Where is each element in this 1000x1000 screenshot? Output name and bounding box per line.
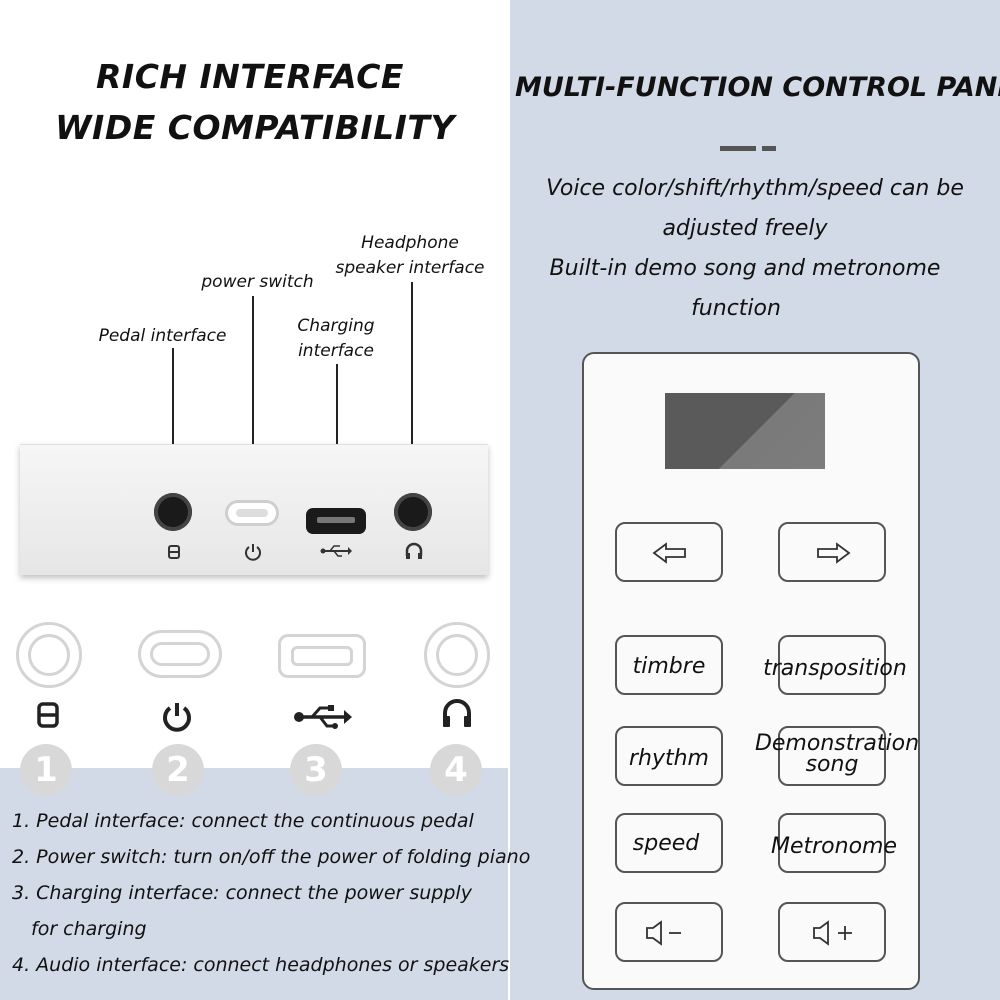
subtitle-line4: function bbox=[691, 296, 781, 321]
power-leader-line bbox=[252, 296, 254, 506]
headphone-icon bbox=[443, 699, 471, 727]
transposition-button[interactable] bbox=[778, 635, 886, 695]
timbre-label: timbre bbox=[632, 654, 706, 679]
pedal-port-outline bbox=[16, 622, 82, 688]
subtitle-line1: Voice color/shift/rhythm/speed can be bbox=[546, 176, 964, 201]
power-icon bbox=[163, 703, 191, 732]
demonstration-label-line1: Demonstration bbox=[754, 731, 920, 756]
charging-label-line1: Charging bbox=[297, 316, 375, 336]
pedal-label: Pedal interface bbox=[98, 326, 227, 346]
usb-port-outline bbox=[278, 634, 366, 678]
transposition-label: transposition bbox=[763, 656, 907, 681]
description-4: 4. Audio interface: connect headphones o… bbox=[12, 954, 510, 976]
subtitle-line2: adjusted freely bbox=[662, 216, 828, 241]
speed-button[interactable] bbox=[615, 813, 723, 873]
speed-label: speed bbox=[632, 831, 700, 856]
title-line1: RICH INTERFACE bbox=[96, 57, 404, 96]
demonstration-song-button[interactable] bbox=[778, 726, 886, 786]
control-panel-title: MULTI-FUNCTION CONTROL PANEL bbox=[515, 72, 1000, 103]
power-switch-port[interactable] bbox=[225, 500, 279, 526]
volume-up-icon bbox=[813, 920, 852, 946]
metronome-label: Metronome bbox=[770, 834, 898, 859]
lcd-screen bbox=[665, 393, 825, 469]
title-line2: WIDE COMPATIBILITY bbox=[55, 108, 455, 147]
usb-icon bbox=[320, 545, 352, 557]
description-3-cont: for charging bbox=[31, 918, 147, 940]
description-1: 1. Pedal interface: connect the continuo… bbox=[12, 810, 474, 832]
number-badge-1: 1 bbox=[20, 744, 72, 796]
pedal-icon bbox=[168, 545, 180, 559]
pedal-icon bbox=[37, 702, 59, 728]
prev-button[interactable] bbox=[615, 522, 723, 582]
title-divider bbox=[720, 146, 756, 151]
next-button[interactable] bbox=[778, 522, 886, 582]
title-divider-dot bbox=[762, 146, 776, 151]
demonstration-label-line2: song bbox=[805, 752, 859, 777]
headphone-leader-line bbox=[411, 282, 413, 500]
charging-port bbox=[306, 508, 366, 534]
rhythm-label: rhythm bbox=[628, 746, 709, 771]
number-badge-3: 3 bbox=[290, 744, 342, 796]
number-badge-2: 2 bbox=[152, 744, 204, 796]
headphone-icon bbox=[405, 542, 423, 559]
number-badge-4: 4 bbox=[430, 744, 482, 796]
pedal-port bbox=[154, 493, 192, 531]
description-2: 2. Power switch: turn on/off the power o… bbox=[12, 846, 531, 868]
charging-label-line2: interface bbox=[298, 341, 374, 361]
headphone-port-outline bbox=[424, 622, 490, 688]
timbre-button[interactable] bbox=[615, 635, 723, 695]
headphone-label-line2: speaker interface bbox=[335, 258, 485, 278]
volume-down-icon bbox=[646, 920, 681, 946]
headphone-label-line1: Headphone bbox=[361, 233, 459, 253]
power-icon bbox=[245, 544, 261, 561]
volume-up-button[interactable] bbox=[778, 902, 886, 962]
rhythm-button[interactable] bbox=[615, 726, 723, 786]
left-arrow-icon bbox=[652, 542, 686, 564]
power-switch-label: power switch bbox=[201, 272, 314, 292]
right-arrow-icon bbox=[817, 542, 851, 564]
usb-icon bbox=[294, 705, 352, 729]
metronome-button[interactable] bbox=[778, 813, 886, 873]
power-port-outline bbox=[138, 630, 222, 678]
charging-leader-line bbox=[336, 364, 338, 512]
volume-down-button[interactable] bbox=[615, 902, 723, 962]
headphone-port bbox=[394, 493, 432, 531]
description-section bbox=[0, 768, 508, 1000]
description-3: 3. Charging interface: connect the power… bbox=[12, 882, 472, 904]
pedal-leader-line bbox=[172, 348, 174, 500]
subtitle-line3: Built-in demo song and metronome bbox=[549, 256, 941, 281]
